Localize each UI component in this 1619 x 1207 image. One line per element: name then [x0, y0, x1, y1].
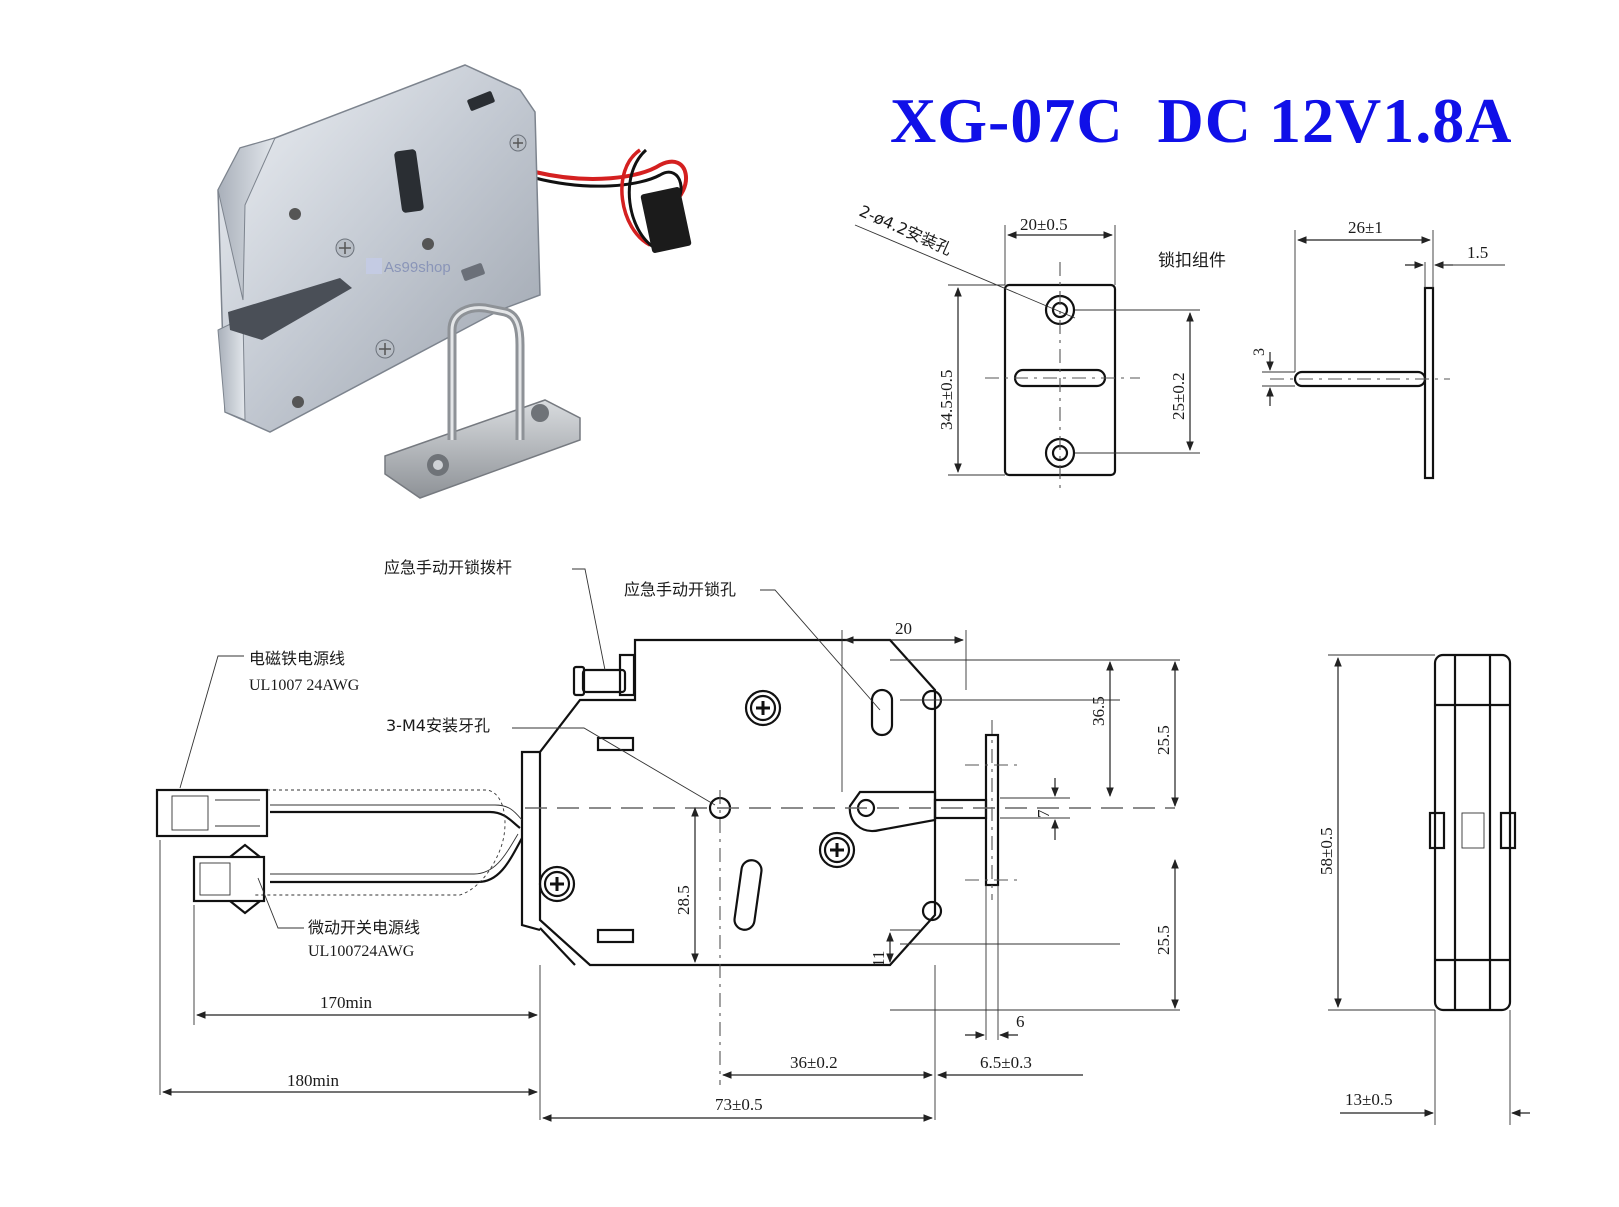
product-photo: As99shop: [217, 64, 692, 499]
dim-6-5: 6.5±0.3: [980, 1053, 1032, 1072]
magnet-wire-label: 电磁铁电源线: [249, 649, 345, 668]
product-title: XG-07C DC 12V1.8A: [890, 85, 1513, 156]
dim-25-5-top: 25.5: [1154, 725, 1173, 755]
hole-label: 2-ø4.2安装孔: [856, 201, 954, 259]
dim-7: 7: [1034, 809, 1053, 818]
strike-height-dim: 34.5±0.5: [937, 370, 956, 430]
pin-dim: 3: [1251, 348, 1268, 356]
watermark-text: As99shop: [384, 259, 451, 276]
lever-label: 应急手动开锁拨杆: [384, 558, 512, 577]
side-view-drawing: 58±0.5 13±0.5: [1317, 653, 1530, 1125]
switch-wire-spec: UL100724AWG: [308, 943, 415, 960]
screw-icon: [818, 831, 856, 869]
dim-25-5-bottom: 25.5: [1154, 925, 1173, 955]
hole-spacing-dim: 25±0.2: [1169, 372, 1188, 420]
strike-plate-drawing: 20±0.5 34.5±0.5 25±0.2 2-ø4.2安装孔 锁扣组件 26…: [854, 201, 1505, 488]
dim-170: 170min: [320, 993, 372, 1012]
dim-36-5: 36.5: [1089, 696, 1108, 726]
dim-11: 11: [869, 951, 888, 967]
emergency-hole-label: 应急手动开锁孔: [624, 580, 736, 599]
dim-28-5: 28.5: [674, 885, 693, 915]
switch-wire-label: 微动开关电源线: [308, 918, 420, 937]
strike-width-dim: 20±0.5: [1020, 215, 1068, 234]
plate-thickness-dim: 1.5: [1467, 243, 1488, 262]
strike-part-label: 锁扣组件: [1158, 251, 1226, 271]
screw-icon: [538, 865, 576, 903]
red-wire: [534, 159, 688, 207]
dim-180: 180min: [287, 1071, 339, 1090]
lock-body: [217, 64, 541, 433]
side-width-dim: 13±0.5: [1345, 1090, 1393, 1109]
side-width-dim: 26±1: [1348, 218, 1383, 237]
mount-label: 3-M4安装牙孔: [386, 716, 490, 735]
side-height-dim: 58±0.5: [1317, 827, 1336, 875]
magnet-wire-spec: UL1007 24AWG: [249, 677, 360, 694]
strike-plate: [384, 399, 581, 499]
dim-73: 73±0.5: [715, 1095, 763, 1114]
screw-icon: [744, 689, 782, 727]
dim-36: 36±0.2: [790, 1053, 838, 1072]
main-lock-drawing: 应急手动开锁拨杆 应急手动开锁孔 电磁铁电源线 UL1007 24AWG 3-M…: [155, 558, 1180, 1122]
dim-6: 6: [1016, 1012, 1025, 1031]
wire-connector: [640, 187, 692, 253]
dim-20: 20: [895, 619, 912, 638]
